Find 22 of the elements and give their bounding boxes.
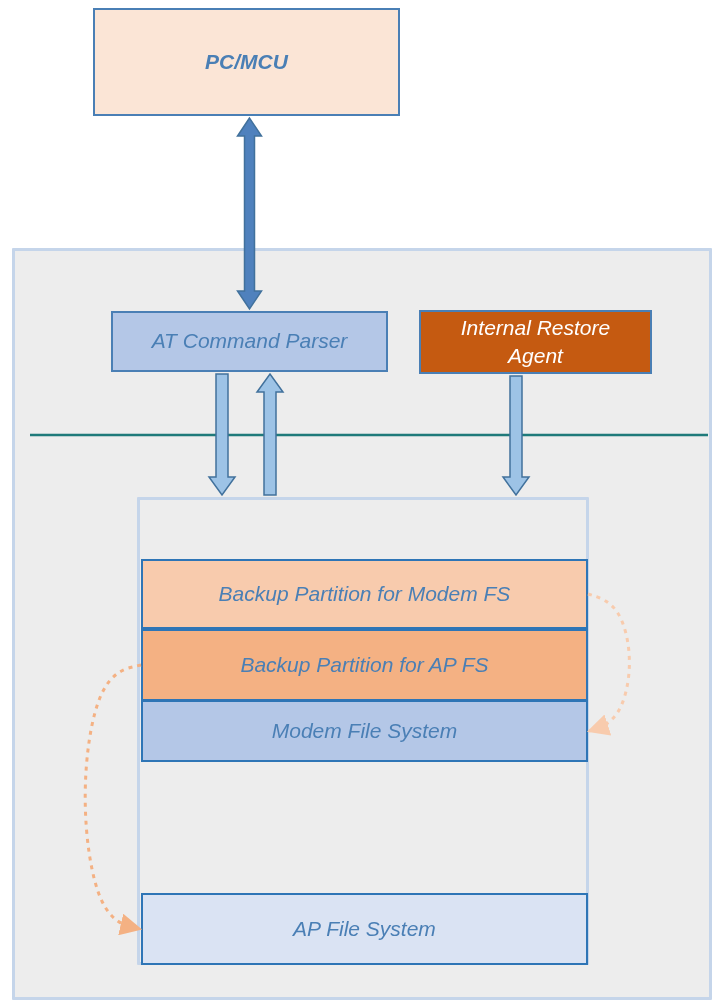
node-label: Backup Partition for Modem FS bbox=[218, 580, 511, 607]
block-arrow bbox=[236, 116, 263, 311]
agent-box bbox=[419, 310, 652, 374]
parser-box bbox=[111, 311, 388, 372]
dashed-arrow bbox=[83, 663, 143, 936]
block-arrow bbox=[255, 372, 285, 496]
node-label: Internal Restore Agent bbox=[460, 314, 611, 369]
block-arrow bbox=[207, 373, 237, 497]
node-label: Modem File System bbox=[271, 717, 458, 744]
partition-box bbox=[141, 629, 588, 701]
module-panel bbox=[12, 248, 712, 1000]
dashed-arrow bbox=[586, 592, 631, 736]
partition-box bbox=[141, 559, 588, 629]
node-label: AP File System bbox=[293, 915, 436, 942]
node-label: AT Command Parser bbox=[151, 328, 348, 355]
file-system-box bbox=[141, 700, 588, 762]
node-label: PC/MCU bbox=[205, 48, 288, 75]
host-box bbox=[93, 8, 400, 116]
file-system-box bbox=[141, 893, 588, 965]
storage-box bbox=[137, 497, 589, 965]
node-label: Backup Partition for AP FS bbox=[240, 651, 489, 678]
block-arrow bbox=[501, 375, 531, 497]
